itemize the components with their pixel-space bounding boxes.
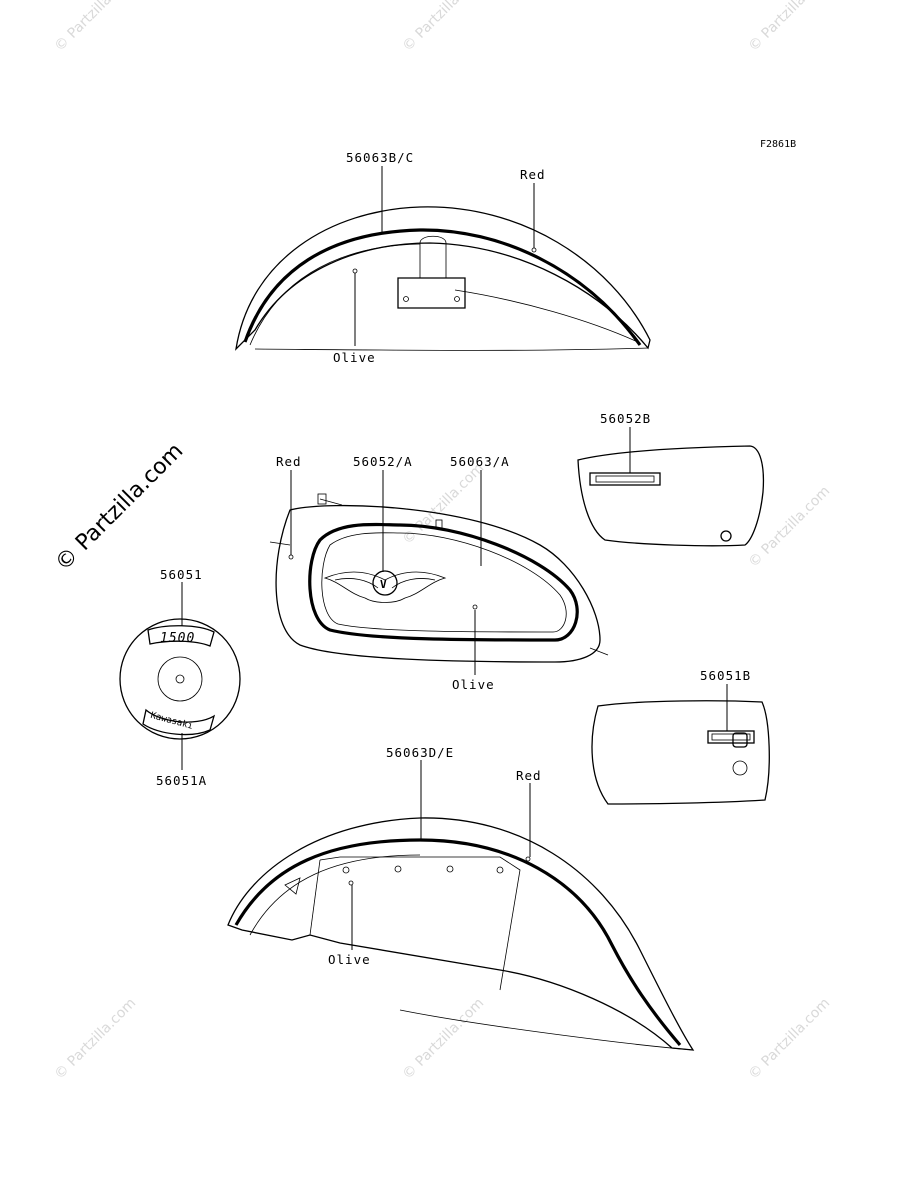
front-fender [235, 206, 651, 351]
watermark-tile: © Partzilla.com [52, 0, 140, 55]
callout-cleaner-bottom: 56051A [156, 773, 207, 788]
callout-rear-fender-base: Olive [328, 952, 371, 967]
callout-side-cover-right: 56052B [600, 411, 651, 426]
tank-badge-letter: V [380, 578, 388, 591]
callout-rear-fender-decal: 56063D/E [386, 745, 454, 760]
watermark-tile: © Partzilla.com [400, 0, 488, 55]
figure-code: F2861B [760, 139, 796, 150]
callout-rear-fender-color: Red [516, 768, 542, 783]
fuel-tank: V [269, 493, 609, 663]
watermark-tile: © Partzilla.com [400, 460, 488, 548]
callout-front-fender-color: Red [520, 167, 546, 182]
watermark-tiles: © Partzilla.com © Partzilla.com © Partzi… [52, 0, 834, 1083]
callout-side-cover-left: 56051B [700, 668, 751, 683]
rear-fender [227, 817, 695, 1051]
callout-cleaner-top: 56051 [160, 567, 203, 582]
callout-front-fender-decal: 56063B/C [346, 150, 414, 165]
callout-tank-color: Red [276, 454, 302, 469]
cover-number-emblem: 1500 [160, 631, 195, 646]
air-cleaner-cover: 1500 Kawasaki [119, 618, 241, 740]
callout-tank-emblem: 56052/A [353, 454, 413, 469]
callout-tank-stripe: 56063/A [450, 454, 510, 469]
cover-brand-emblem: Kawasaki [149, 711, 193, 732]
side-cover-left [591, 700, 770, 805]
watermark-tile: © Partzilla.com [400, 995, 488, 1083]
callout-tank-base: Olive [452, 677, 495, 692]
callout-front-fender-base: Olive [333, 350, 376, 365]
side-cover-right [577, 445, 765, 547]
side-watermark: © Partzilla.com [51, 439, 189, 577]
watermark-tile: © Partzilla.com [52, 995, 140, 1083]
watermark-tile: © Partzilla.com [746, 483, 834, 571]
watermark-tile: © Partzilla.com [746, 995, 834, 1083]
watermark-tile: © Partzilla.com [746, 0, 834, 55]
